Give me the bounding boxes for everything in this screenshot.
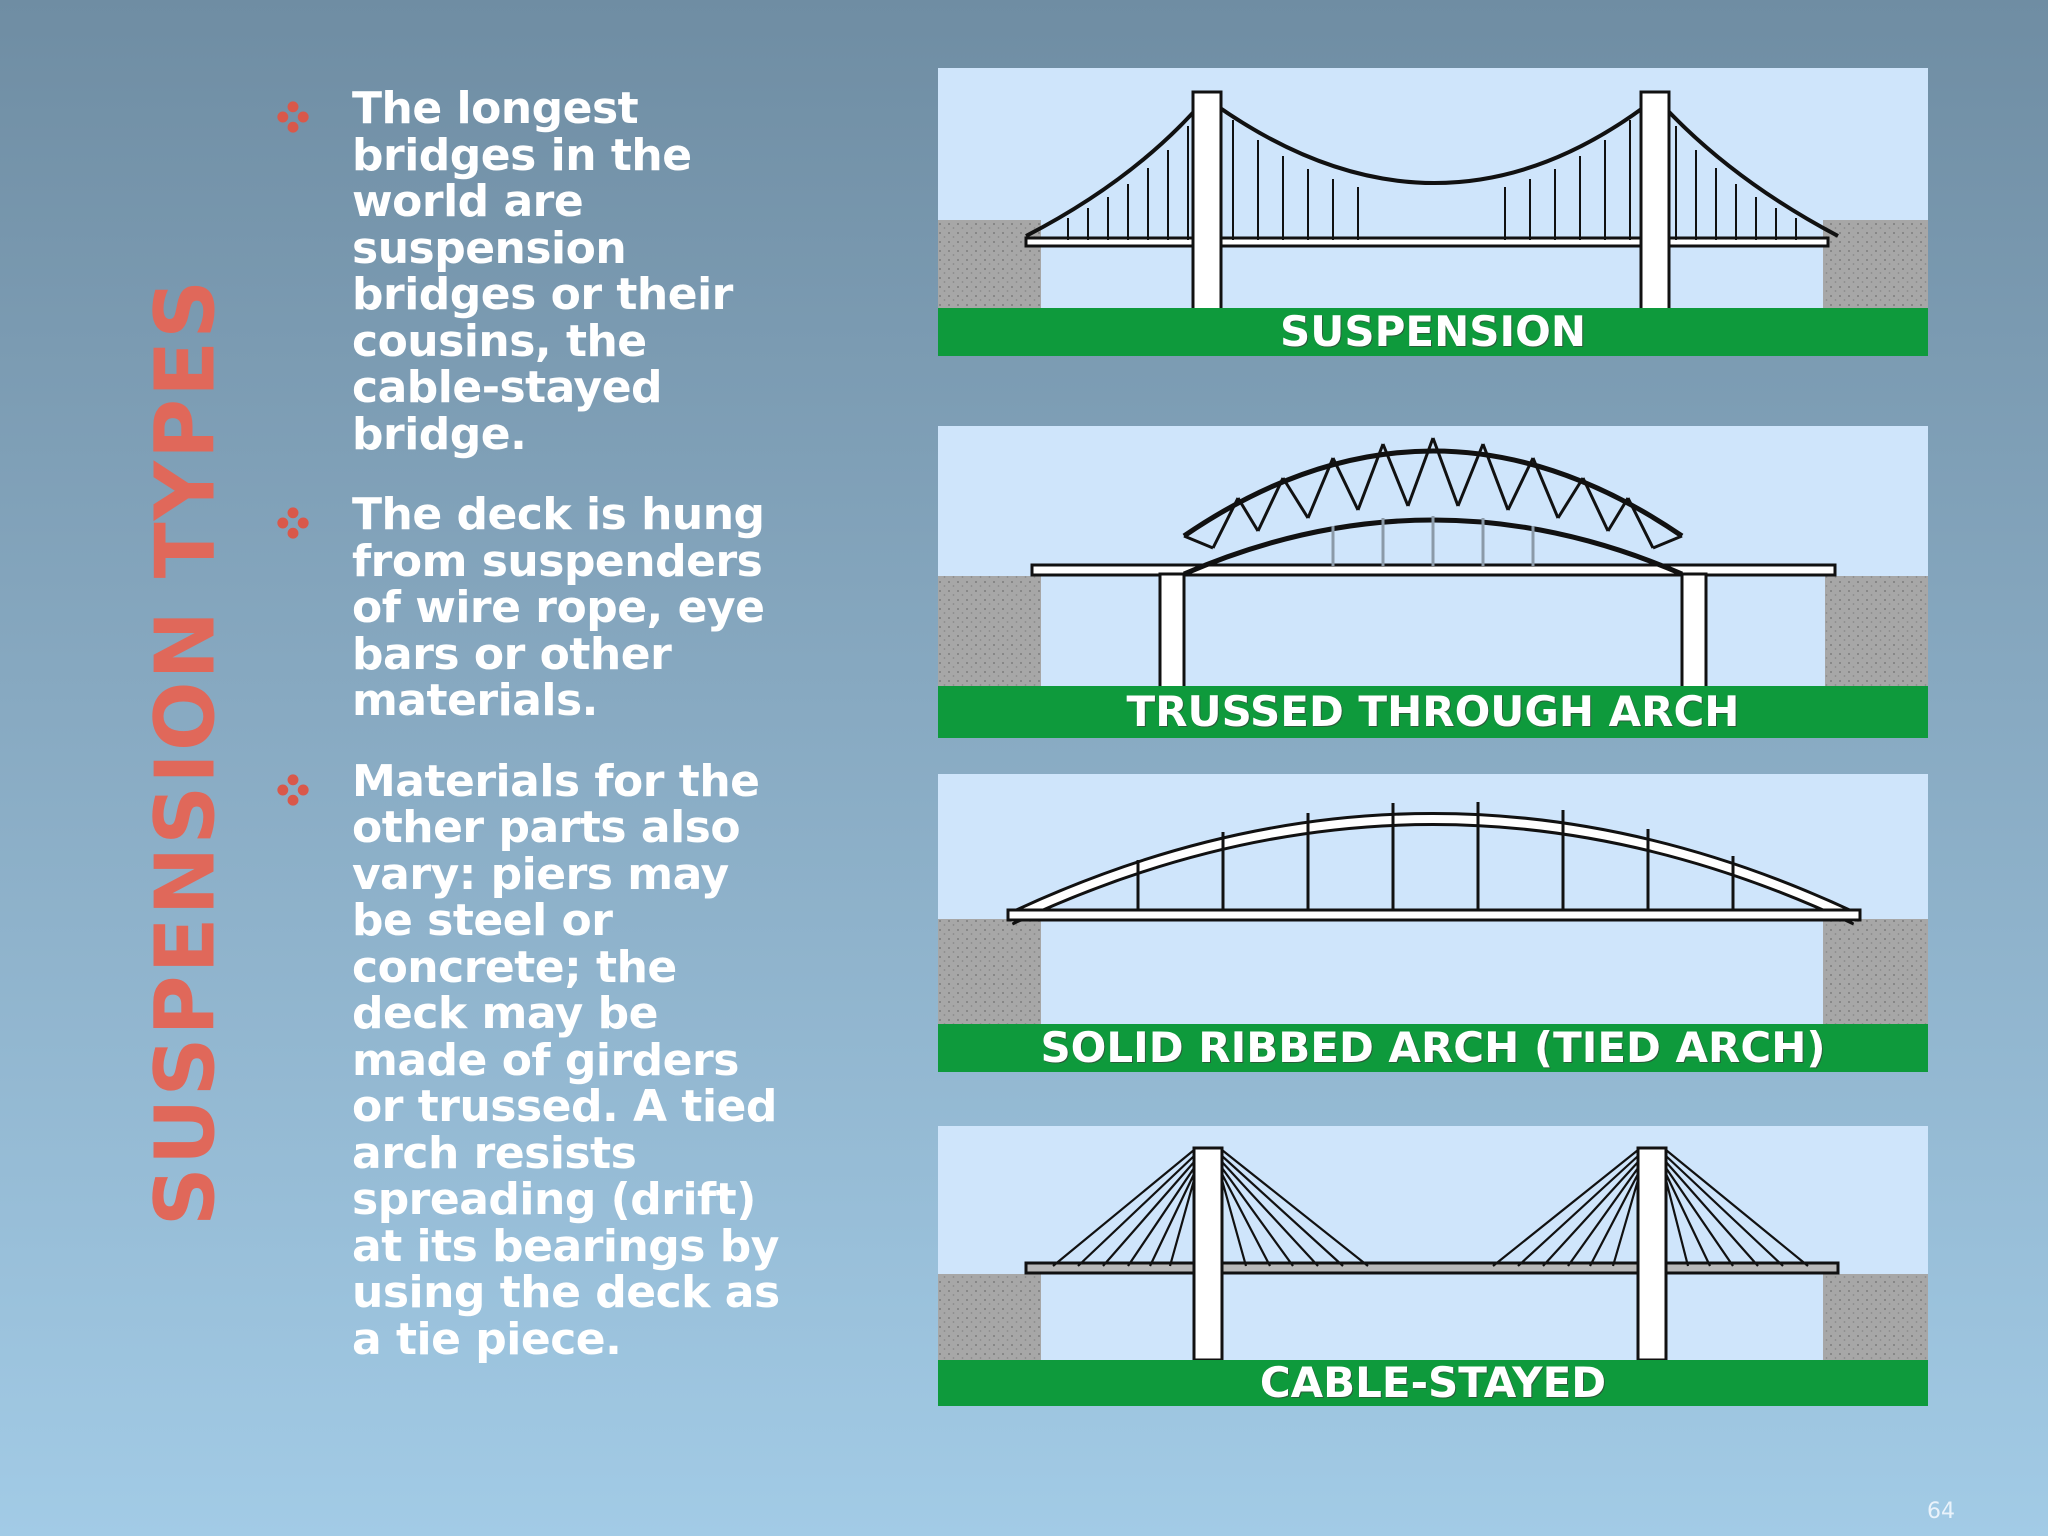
bullet-item: Materials for the other parts also vary:… (276, 755, 796, 1365)
cable-stayed-diagram: CABLE-STAYED (938, 1126, 1928, 1406)
tied-arch-bridge-icon (938, 802, 1928, 1027)
bullet-text: The deck is hung from suspenders of wire… (352, 489, 765, 726)
diamond-bullet-icon (277, 773, 309, 806)
bullet-item: The longest bridges in the world are sus… (276, 83, 796, 460)
truss-arch-bridge-icon (938, 437, 1928, 691)
diagram-label: CABLE-STAYED (938, 1360, 1928, 1406)
bullet-text: The longest bridges in the world are sus… (352, 83, 733, 460)
suspension-diagram: SUSPENSION (938, 68, 1928, 356)
diagram-label: TRUSSED THROUGH ARCH (938, 686, 1928, 738)
cable-stayed-bridge-icon (938, 1146, 1928, 1362)
truss-arch-diagram: TRUSSED THROUGH ARCH (938, 426, 1928, 738)
diamond-bullet-icon (277, 101, 309, 133)
bullet-item: The deck is hung from suspenders of wire… (276, 489, 796, 726)
diamond-bullet-icon (277, 507, 309, 539)
diagram-label: SOLID RIBBED ARCH (TIED ARCH) (938, 1024, 1928, 1072)
page-number: 64 (1927, 1499, 1955, 1524)
bullet-list: The longest bridges in the world are sus… (276, 83, 796, 1397)
tied-arch-diagram: SOLID RIBBED ARCH (TIED ARCH) (938, 774, 1928, 1072)
diagram-label: SUSPENSION (938, 308, 1928, 356)
suspension-bridge-icon (938, 90, 1928, 312)
slide-title: SUSPENSION TYPES (138, 277, 234, 1227)
bullet-text: Materials for the other parts also vary:… (352, 755, 780, 1365)
